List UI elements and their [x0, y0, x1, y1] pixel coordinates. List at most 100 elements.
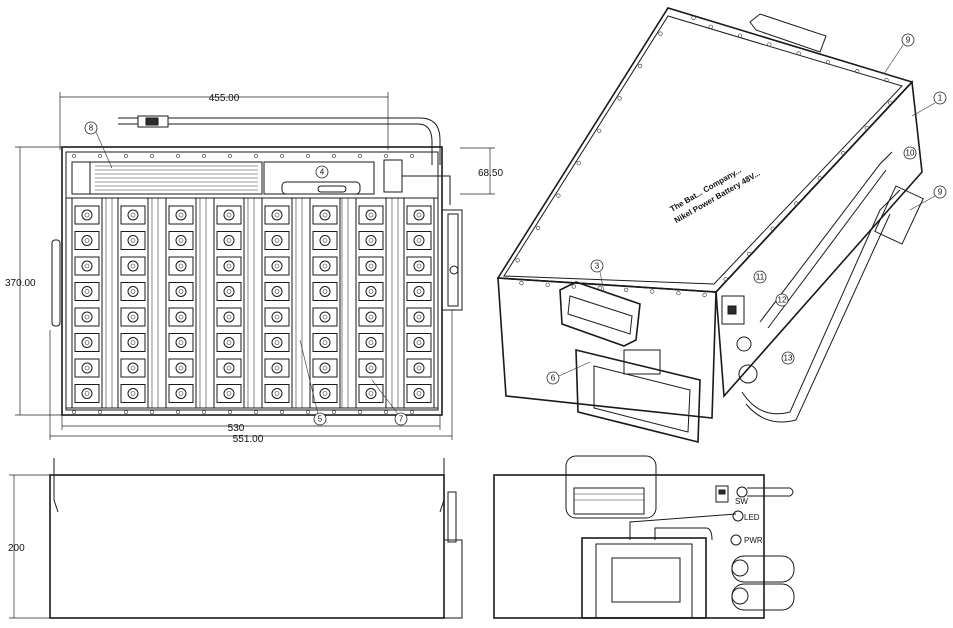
balloon-4: [315, 165, 329, 179]
balloon-5: [313, 412, 327, 426]
cell-terminal: [264, 282, 290, 301]
cell-terminal: [168, 307, 194, 327]
dim-68-label: 68.50: [478, 168, 503, 179]
cell-terminal: [312, 282, 338, 301]
cell-terminal: [74, 256, 100, 276]
cell-terminal: [74, 358, 100, 378]
balloon-3: [590, 259, 604, 273]
cell-terminal: [168, 256, 194, 276]
cell-terminal: [216, 358, 242, 378]
cell-terminal: [264, 358, 290, 378]
iso-display: [575, 348, 701, 444]
end-connector-sw: [736, 486, 748, 498]
cell-terminal: [168, 358, 194, 378]
side-end-box: [443, 539, 463, 619]
left-handle: [51, 239, 61, 327]
iso-label: The Bat... Company... Nikel Power Batter…: [669, 166, 762, 226]
cell-terminal: [406, 307, 432, 327]
side-handle-left: [53, 458, 59, 513]
svg-text:8: 8: [89, 124, 94, 133]
cell-terminal: [216, 307, 242, 327]
dim-551-label: 551.00: [233, 434, 264, 445]
balloon-8: [84, 121, 98, 135]
balloon-6: [546, 371, 560, 385]
balloon-7: [394, 412, 408, 426]
cell-terminal: [312, 307, 338, 327]
balloon-12: [775, 293, 789, 307]
cell-terminal: [74, 282, 100, 301]
cell-terminal: [358, 333, 384, 352]
cell-terminal: [74, 333, 100, 352]
svg-text:9: 9: [906, 36, 911, 45]
cell-terminal: [216, 231, 242, 250]
cell-terminal: [358, 231, 384, 250]
iso-side-panel: [721, 295, 745, 325]
right-panel: [441, 209, 463, 311]
cell-terminal: [74, 307, 100, 327]
svg-text:4: 4: [320, 168, 325, 177]
cell-terminal: [120, 333, 146, 352]
cell-terminal: [312, 384, 338, 403]
cell-terminal: [264, 231, 290, 250]
cell-terminal: [264, 256, 290, 276]
iso-terminal: [874, 185, 924, 245]
isometric-view: The Bat... Company... Nikel Power Batter…: [496, 7, 947, 444]
side-view: 200: [8, 458, 463, 619]
cell-terminal: [406, 205, 432, 225]
iso-rod: [759, 151, 893, 323]
iso-front-handle: [559, 281, 641, 347]
cell-terminal: [264, 333, 290, 352]
balloon-11: [753, 270, 767, 284]
balloon-10: [903, 146, 917, 160]
cell-terminal: [120, 256, 146, 276]
cell-terminal: [120, 282, 146, 301]
cell-terminal: [358, 358, 384, 378]
svg-text:9: 9: [938, 188, 943, 197]
dim-455-label: 455.00: [209, 93, 240, 104]
cell-terminal: [168, 333, 194, 352]
balloon-2: [901, 33, 915, 47]
svg-text:12: 12: [778, 296, 787, 305]
cell-terminal: [216, 205, 242, 225]
svg-text:5: 5: [318, 415, 323, 424]
end-label-pwr: PWR: [744, 536, 763, 545]
end-connector-led: [732, 510, 744, 522]
iso-right-face: [715, 80, 923, 398]
cell-terminal: [168, 384, 194, 403]
balloon-9: [933, 185, 947, 199]
svg-text:10: 10: [906, 149, 915, 158]
balloon-1: [933, 91, 947, 105]
end-housing: [493, 474, 765, 619]
cell-terminal: [168, 205, 194, 225]
cell-terminal: [264, 384, 290, 403]
svg-text:11: 11: [756, 273, 765, 282]
cell-terminal: [312, 333, 338, 352]
cell-terminal: [120, 358, 146, 378]
cell-terminal: [120, 384, 146, 403]
cell-terminal: [264, 205, 290, 225]
svg-text:13: 13: [784, 354, 793, 363]
cell-terminal: [406, 358, 432, 378]
cell-terminal: [358, 384, 384, 403]
cell-terminal: [312, 358, 338, 378]
svg-text:7: 7: [399, 415, 404, 424]
cell-terminal: [120, 205, 146, 225]
end-display-frame: [581, 537, 707, 619]
cell-terminal: [74, 231, 100, 250]
cell-terminal: [216, 333, 242, 352]
end-handle: [565, 455, 657, 519]
end-view: SW LED PWR: [493, 455, 795, 619]
cell-terminal: [406, 282, 432, 301]
cell-terminal: [216, 256, 242, 276]
cell-terminal: [312, 256, 338, 276]
cell-terminal: [406, 256, 432, 276]
end-label-sw: SW: [735, 497, 748, 506]
cell-terminal: [312, 205, 338, 225]
cell-terminal: [74, 205, 100, 225]
dim-370-label: 370.00: [5, 278, 36, 289]
cell-terminal: [406, 333, 432, 352]
cell-terminal: [406, 231, 432, 250]
cell-terminal: [406, 384, 432, 403]
svg-text:1: 1: [938, 94, 943, 103]
